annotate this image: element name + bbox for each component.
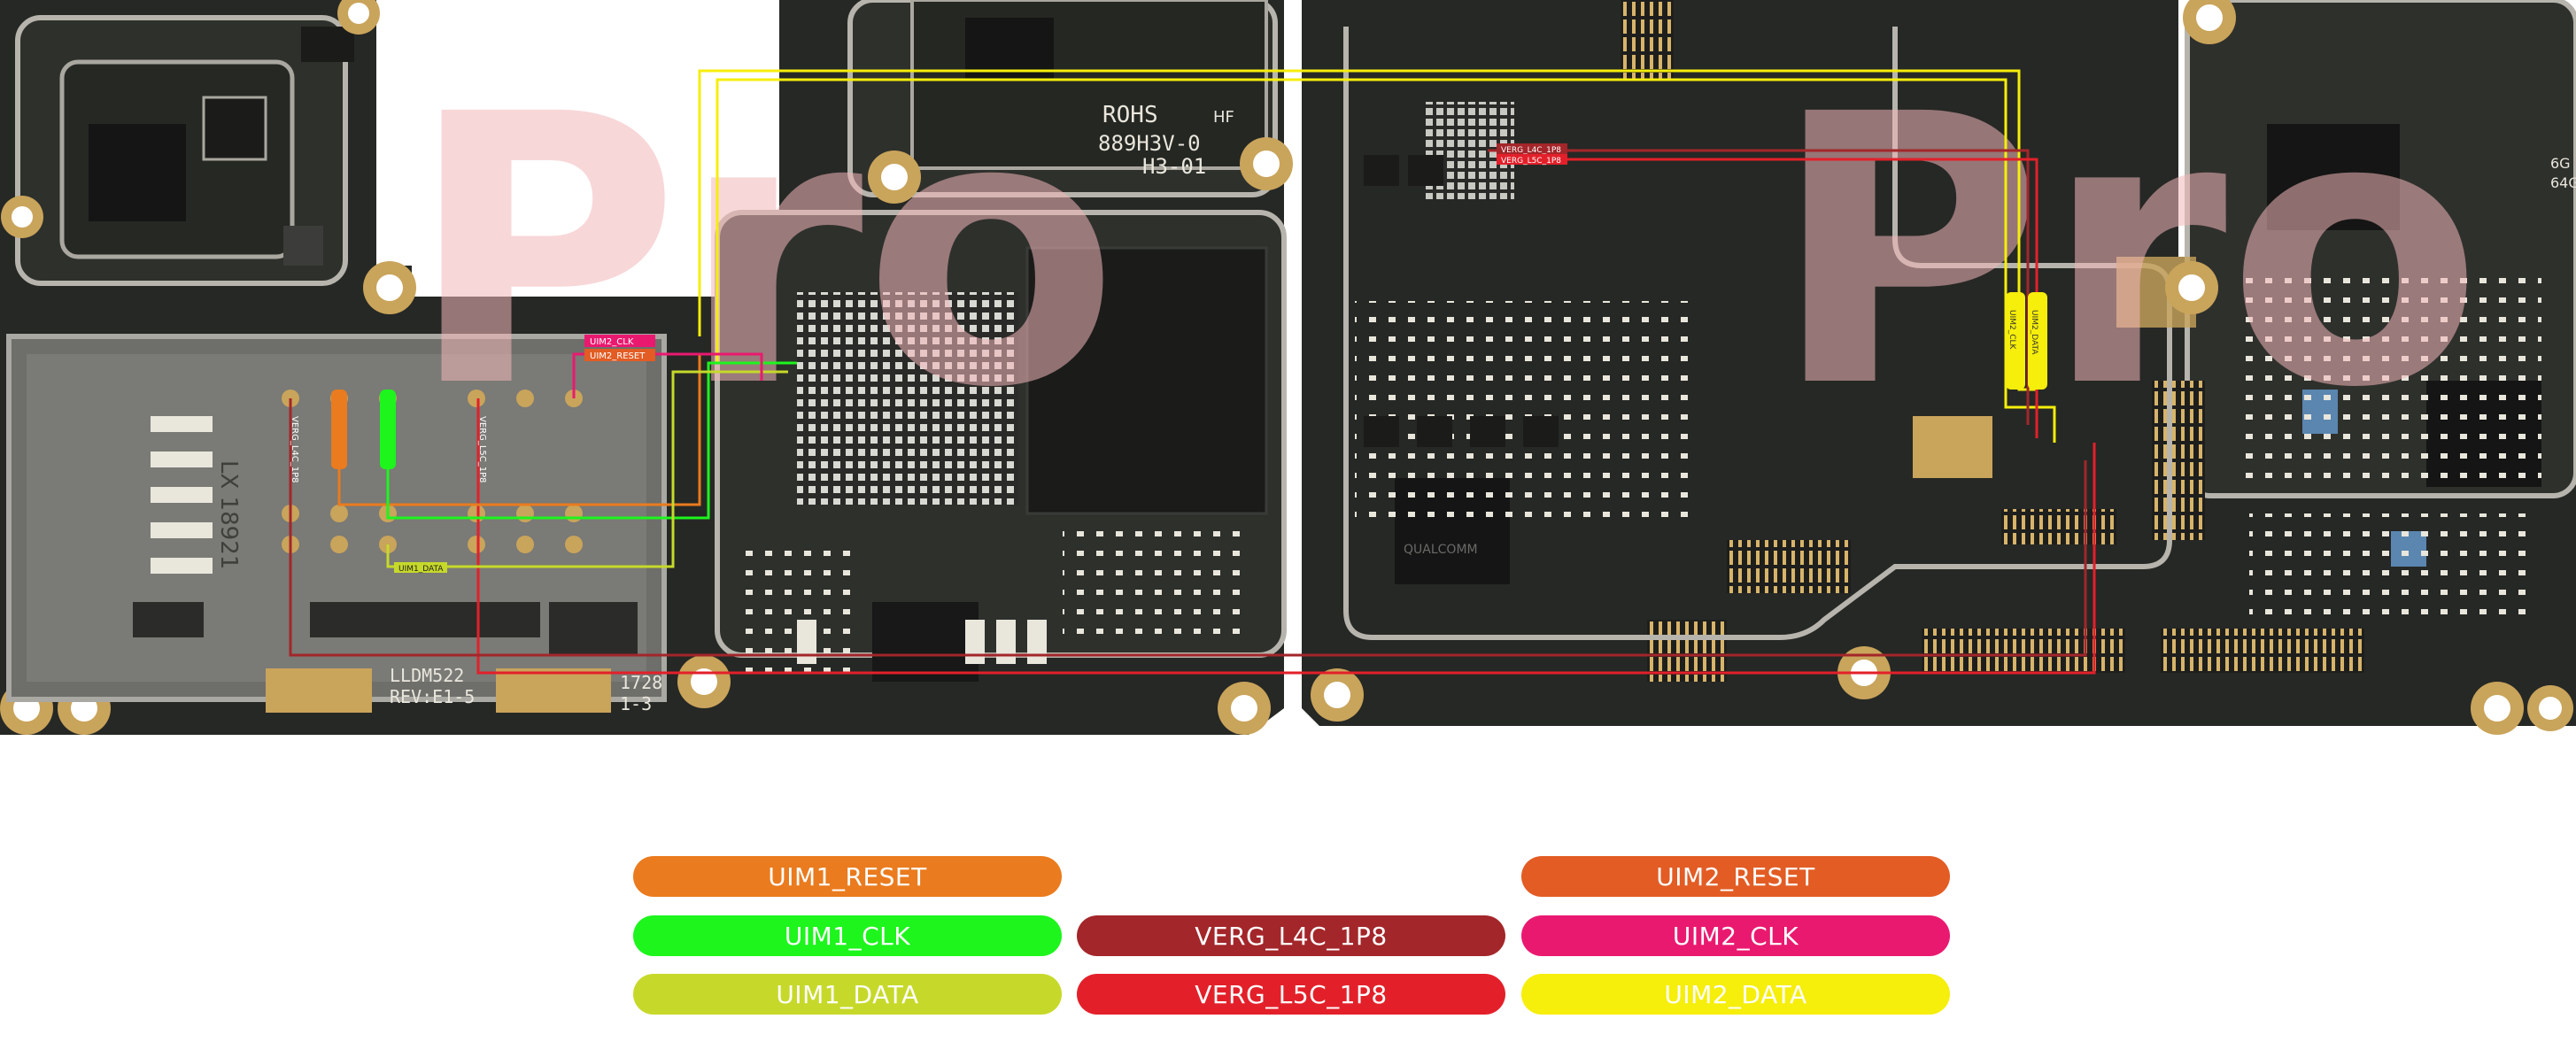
hf-marking: HF	[1213, 108, 1234, 127]
legend-label: VERG_L5C_1P8	[1195, 979, 1388, 1009]
right-board: 6G 64G QUALCOMM	[1302, 0, 2576, 735]
signal-traces	[289, 69, 2096, 675]
watermark-left: Pro	[407, 36, 1119, 469]
legend-label: VERG_L4C_1P8	[1195, 921, 1388, 951]
memory-a-marking: 6G	[2550, 155, 2571, 172]
qualcomm-marking: QUALCOMM	[1404, 543, 1478, 557]
left-board: LX 18921 ROHS HF 889H3V-0 H3-01 LLDM522	[0, 0, 1293, 735]
legend-uim2-clk: UIM2_CLK	[1521, 915, 1950, 956]
lot-marking: 1-3	[620, 693, 652, 714]
watermark: Pro Pro	[407, 36, 2483, 469]
legend-label: UIM1_RESET	[768, 861, 927, 891]
legend-uim2-data: UIM2_DATA	[1521, 974, 1950, 1015]
trace-verg-l5c	[476, 398, 2096, 675]
rohs-marking: ROHS	[1102, 102, 1158, 128]
label-verg-l4c-vertical: VERG_L4C_1P8	[290, 416, 299, 483]
trace-verg-l4c	[289, 398, 2087, 657]
pad-labels: UIM2_CLK UIM2_RESET VERG_L4C_1P8 VERG_L5…	[290, 143, 2038, 574]
legend-verg-l5c: VERG_L5C_1P8	[1077, 974, 1505, 1015]
legend-uim1-clk: UIM1_CLK	[633, 915, 1062, 956]
legend-label: UIM2_RESET	[1656, 861, 1815, 891]
legend-uim2-reset: UIM2_RESET	[1521, 856, 1950, 897]
trace-uim2-clk	[572, 352, 763, 398]
date-marking: 1728	[620, 672, 662, 693]
revision-code-marking: H3-01	[1142, 154, 1206, 179]
legend-label: UIM2_DATA	[1664, 979, 1807, 1009]
label-uim2-reset-small: UIM2_RESET	[590, 351, 646, 361]
legend-uim1-reset: UIM1_RESET	[633, 856, 1062, 897]
trace-uim1-data	[386, 370, 788, 568]
legend-label: UIM1_CLK	[784, 921, 911, 951]
rev-marking: REV:E1-5	[390, 686, 475, 707]
trace-uim1-clk	[386, 361, 797, 520]
memory-b-marking: 64G	[2550, 174, 2576, 191]
model-marking: LLDM522	[390, 665, 464, 686]
label-uim1-data-small: UIM1_DATA	[398, 565, 444, 574]
trace-uim2-data-2	[716, 78, 2056, 443]
pcb-code-marking: 889H3V-0	[1098, 131, 1201, 156]
label-verg-small-2: VERG_L5C_1P8	[1501, 157, 1561, 166]
legend-label: UIM2_CLK	[1672, 921, 1799, 951]
label-verg-l5c-vertical: VERG_L5C_1P8	[477, 416, 487, 483]
watermark-right: Pro	[1771, 36, 2483, 469]
legend-label: UIM1_DATA	[776, 979, 919, 1009]
label-uim2-clk-vertical: UIM2_CLK	[2007, 310, 2016, 351]
sim-tray-marking: LX 18921	[215, 460, 242, 569]
label-verg-small-1: VERG_L4C_1P8	[1501, 146, 1561, 155]
label-uim2-clk-small: UIM2_CLK	[590, 337, 634, 347]
legend-verg-l4c: VERG_L4C_1P8	[1077, 915, 1505, 956]
label-uim2-data-vertical: UIM2_DATA	[2030, 310, 2038, 355]
legend-uim1-data: UIM1_DATA	[633, 974, 1062, 1015]
